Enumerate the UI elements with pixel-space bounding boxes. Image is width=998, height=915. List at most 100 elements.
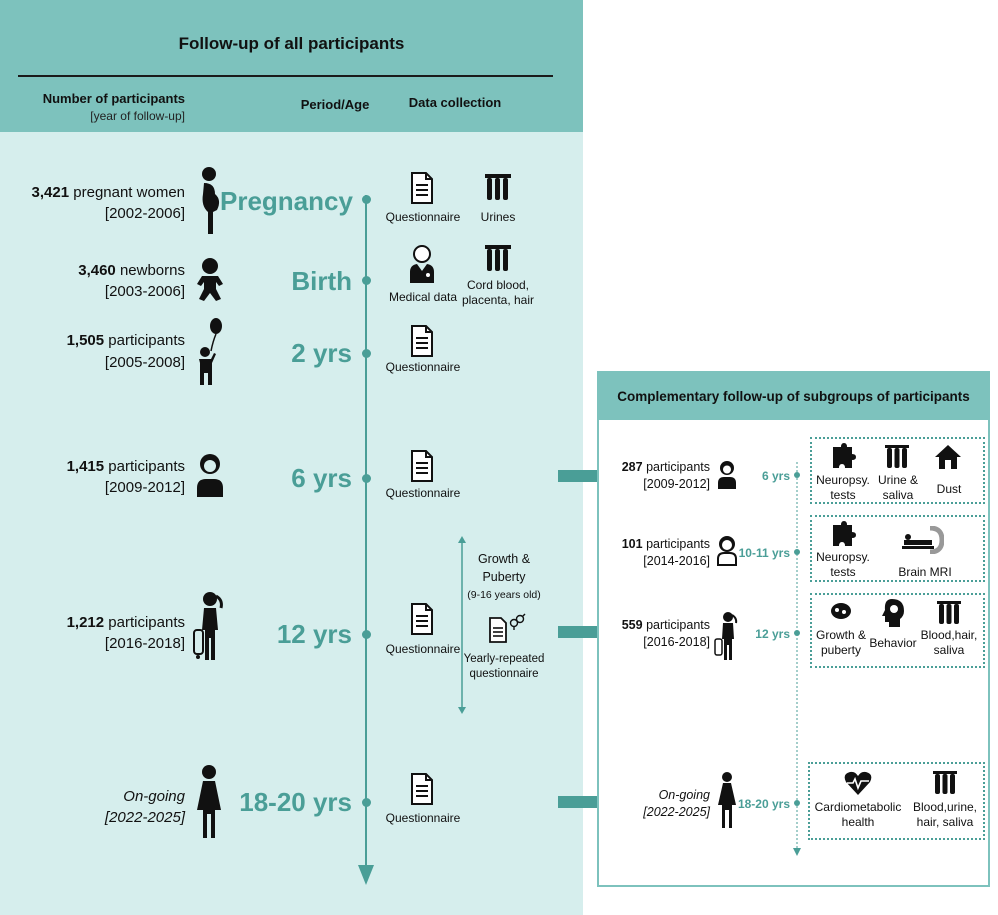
row-12yrs-period: 12 yrs xyxy=(276,619,352,649)
comp-row-12yrs-years: [2016-2018] xyxy=(643,635,710,649)
data-questionnaire-label: Questionnaire xyxy=(385,642,461,656)
document-icon xyxy=(411,603,433,635)
col-period-header: Period/Age xyxy=(300,97,370,112)
gender-icon xyxy=(509,613,526,630)
row-12yrs-count: 1,212 participants xyxy=(66,614,185,631)
comp-row-12yrs-count: 559 participants xyxy=(621,618,710,632)
data-questionnaire-label: Questionnaire xyxy=(385,210,461,224)
data-medical-label: Medical data xyxy=(388,290,458,304)
data-questionnaire-label: Questionnaire xyxy=(385,360,461,374)
row-2yrs-period: 2 yrs xyxy=(291,338,352,368)
document-icon xyxy=(411,172,433,204)
comp-dot-10yrs xyxy=(794,549,800,555)
complementary-timeline-axis xyxy=(793,462,801,856)
comp-item-growth: Growth & puberty xyxy=(815,628,866,657)
growth-yearly-2: questionnaire xyxy=(469,668,539,680)
comp-row-18yrs-count: On-going xyxy=(658,788,710,802)
main-header xyxy=(0,0,583,132)
doctor-icon xyxy=(410,245,434,283)
row-2yrs-years: [2005-2008] xyxy=(104,354,185,371)
comp-box-18yrs xyxy=(808,762,985,840)
comp-item-blood-urine: Blood,urine, hair, saliva xyxy=(912,800,978,829)
comp-dot-18yrs xyxy=(794,800,800,806)
row-6yrs-years: [2009-2012] xyxy=(104,479,185,496)
comp-row-6yrs-count: 287 participants xyxy=(621,460,710,474)
girl-icon xyxy=(717,536,737,566)
complementary-header xyxy=(599,373,988,420)
timeline-axis xyxy=(358,195,374,885)
col-participants-subheader: [year of follow-up] xyxy=(90,109,185,123)
timeline-dot-pregnancy xyxy=(362,195,371,204)
row-6yrs-count: 1,415 participants xyxy=(66,458,185,475)
document-icon xyxy=(411,325,433,357)
data-questionnaire-label: Questionnaire xyxy=(385,811,461,825)
comp-row-12yrs-period: 12 yrs xyxy=(755,627,790,641)
header-divider xyxy=(18,75,553,77)
test-tubes-icon xyxy=(933,771,957,794)
test-tubes-icon xyxy=(485,174,511,200)
comp-item-blood-hair-saliva: Blood,hair, saliva xyxy=(920,628,978,657)
document-icon xyxy=(411,773,433,805)
boy-icon xyxy=(197,454,223,497)
timeline-dot-18yrs xyxy=(362,798,371,807)
row-18yrs-period: 18-20 yrs xyxy=(239,787,352,817)
teen-icon xyxy=(714,612,738,660)
growth-period-bracket xyxy=(458,536,466,714)
growth-yearly-1: Yearly-repeated xyxy=(463,653,545,665)
woman-icon xyxy=(197,765,221,838)
test-tubes-icon xyxy=(885,445,909,468)
document-icon xyxy=(411,450,433,482)
brain-icon xyxy=(882,599,904,627)
timeline-dot-2yrs xyxy=(362,349,371,358)
woman-icon xyxy=(718,772,736,828)
col-participants-header: Number of participants xyxy=(42,91,185,106)
data-questionnaire-label: Questionnaire xyxy=(385,486,461,500)
row-pregnancy-period: Pregnancy xyxy=(220,186,353,216)
data-cord-label: Cord blood, placenta, hair xyxy=(461,278,535,307)
puzzle-icon xyxy=(833,521,856,546)
comp-box-6yrs xyxy=(810,437,985,504)
row-6yrs-period: 6 yrs xyxy=(291,463,352,493)
mri-icon xyxy=(902,526,944,554)
timeline-dot-6yrs xyxy=(362,474,371,483)
row-18yrs-years: [2022-2025] xyxy=(104,809,185,826)
complementary-title: Complementary follow-up of subgroups of … xyxy=(617,389,970,404)
test-tubes-icon xyxy=(485,245,511,271)
row-birth-years: [2003-2006] xyxy=(104,283,185,300)
comp-box-10yrs xyxy=(810,515,985,582)
comp-item-cardiometabolic: Cardiometabolic health xyxy=(814,800,902,829)
row-pregnancy-years: [2002-2006] xyxy=(104,205,185,222)
comp-item-brain-mri: Brain MRI xyxy=(898,565,952,579)
baby-icon xyxy=(197,258,223,301)
timeline-dot-birth xyxy=(362,276,371,285)
row-birth-period: Birth xyxy=(291,266,352,296)
row-18yrs-count: On-going xyxy=(123,788,185,805)
growth-title-2: Puberty xyxy=(482,570,526,584)
boy-icon xyxy=(718,461,736,489)
comp-row-18yrs-period: 18-20 yrs xyxy=(737,797,790,811)
puzzle-icon xyxy=(833,443,856,468)
comp-row-10yrs-period: 10-11 yrs xyxy=(738,546,790,560)
comp-dot-6yrs xyxy=(794,472,800,478)
document-icon xyxy=(489,617,507,643)
comp-box-12yrs xyxy=(810,593,985,668)
main-panel xyxy=(0,0,583,915)
comp-row-6yrs-period: 6 yrs xyxy=(761,469,790,483)
comp-item-urine-saliva: Urine & saliva xyxy=(877,473,918,502)
row-pregnancy-count: 3,421 pregnant women xyxy=(31,184,185,201)
heart-icon xyxy=(844,771,872,795)
growth-age-range: (9-16 years old) xyxy=(467,589,541,601)
comp-row-18yrs-years: [2022-2025] xyxy=(643,805,710,819)
comp-item-dust: Dust xyxy=(936,482,962,496)
main-title: Follow-up of all participants xyxy=(178,34,405,53)
house-icon xyxy=(935,445,961,469)
timeline-dot-12yrs xyxy=(362,630,371,639)
growth-icon xyxy=(831,603,851,619)
comp-row-10yrs-count: 101 participants xyxy=(621,537,710,551)
teen-icon xyxy=(193,592,223,660)
test-tubes-icon xyxy=(937,601,961,624)
comp-item-neuropsy: Neuropsy. tests xyxy=(816,550,870,579)
row-birth-count: 3,460 newborns xyxy=(78,262,185,279)
comp-row-6yrs-years: [2009-2012] xyxy=(643,477,710,491)
data-urines-label: Urines xyxy=(480,210,516,224)
